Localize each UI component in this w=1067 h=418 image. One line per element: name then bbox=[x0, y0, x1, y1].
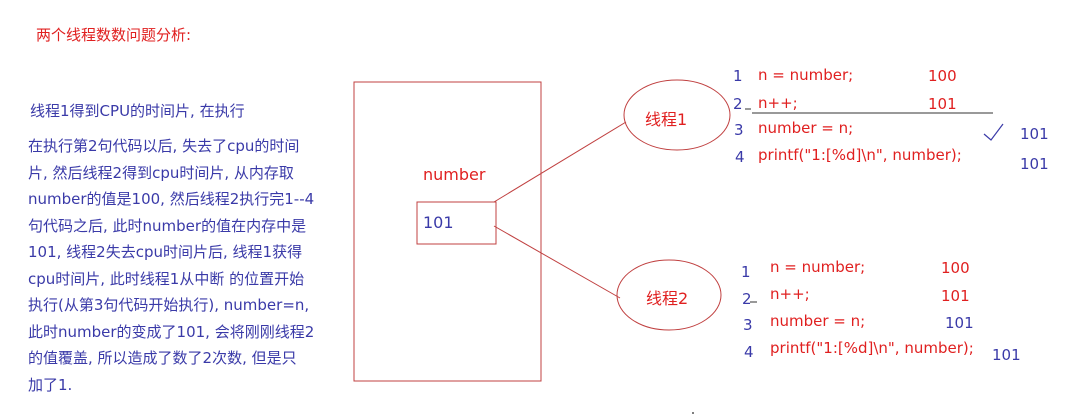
paragraph-line: 加了1. bbox=[28, 375, 73, 394]
paragraph-line: cpu时间片, 此时线程1从中断 的位置开始 bbox=[28, 269, 305, 288]
thread1-line-index: 3 bbox=[734, 121, 744, 139]
paragraph-line: 的值覆盖, 所以造成了数了2次数, 但是只 bbox=[28, 349, 297, 367]
thread1-line-code: n++; bbox=[758, 94, 798, 112]
thread2-line-index: 4 bbox=[744, 343, 754, 361]
paragraph-line: 片, 然后线程2得到cpu时间片, 从内存取 bbox=[28, 163, 294, 182]
thread1-line-code: number = n; bbox=[758, 119, 854, 137]
paragraph-line: 此时number的变成了101, 会将刚刚线程2 bbox=[28, 322, 315, 341]
thread1-line-code: n = number; bbox=[758, 66, 854, 84]
connector-thread1 bbox=[493, 121, 627, 203]
memory-variable-label: number bbox=[423, 165, 486, 184]
thread1-line-value: 100 bbox=[928, 67, 957, 85]
thread2-line-value: 101 bbox=[941, 287, 970, 305]
thread2-line-index: 3 bbox=[743, 316, 753, 334]
page-title: 两个线程数数问题分析: bbox=[36, 26, 192, 44]
paragraph-line: 句代码之后, 此时number的值在内存中是 bbox=[28, 216, 307, 235]
paragraph-line: 执行(从第3句代码开始执行), number=n, bbox=[28, 296, 310, 314]
paragraph-line: 101, 线程2失去cpu时间片后, 线程1获得 bbox=[28, 243, 303, 261]
connector-thread2 bbox=[493, 225, 621, 299]
explanation-paragraph: 在执行第2句代码以后, 失去了cpu的时间 片, 然后线程2得到cpu时间片, … bbox=[28, 133, 338, 398]
thread2-line-code: n = number; bbox=[770, 258, 866, 276]
memory-box bbox=[353, 81, 542, 382]
paragraph-line: 在执行第2句代码以后, 失去了cpu的时间 bbox=[28, 137, 300, 155]
stray-dot bbox=[692, 412, 694, 414]
thread2-line-index: 2 bbox=[742, 290, 752, 308]
thread1-label: 线程1 bbox=[645, 110, 688, 129]
thread2-line-value: 100 bbox=[941, 259, 970, 277]
memory-variable-value: 101 bbox=[423, 213, 454, 232]
thread1-line-value: 101 bbox=[928, 95, 957, 113]
thread1-ellipse bbox=[623, 79, 731, 151]
thread1-side-value: 101 bbox=[1020, 125, 1049, 143]
paragraph-line: number的值是100, 然后线程2执行完1--4 bbox=[28, 190, 315, 208]
thread1-side-value: 101 bbox=[1020, 155, 1049, 173]
intro-text: 线程1得到CPU的时间片, 在执行 bbox=[30, 102, 245, 120]
thread2-line-code: number = n; bbox=[770, 312, 866, 330]
thread2-line-index: 1 bbox=[741, 263, 751, 281]
thread2-label: 线程2 bbox=[646, 289, 689, 308]
thread1-line-index: 2 bbox=[733, 95, 743, 113]
thread1-line-index: 4 bbox=[735, 148, 745, 166]
thread2-ellipse bbox=[616, 259, 722, 331]
number-variable-box bbox=[416, 201, 497, 245]
thread1-line-index: 1 bbox=[733, 67, 743, 85]
checkmark-icon bbox=[983, 123, 1004, 141]
thread1-line-code: printf("1:[%d]\n", number); bbox=[758, 146, 962, 164]
thread2-line-value: 101 bbox=[992, 346, 1021, 364]
thread2-line-value: 101 bbox=[945, 314, 974, 332]
thread2-line-code: printf("1:[%d]\n", number); bbox=[770, 339, 974, 357]
thread2-line-code: n++; bbox=[770, 285, 810, 303]
